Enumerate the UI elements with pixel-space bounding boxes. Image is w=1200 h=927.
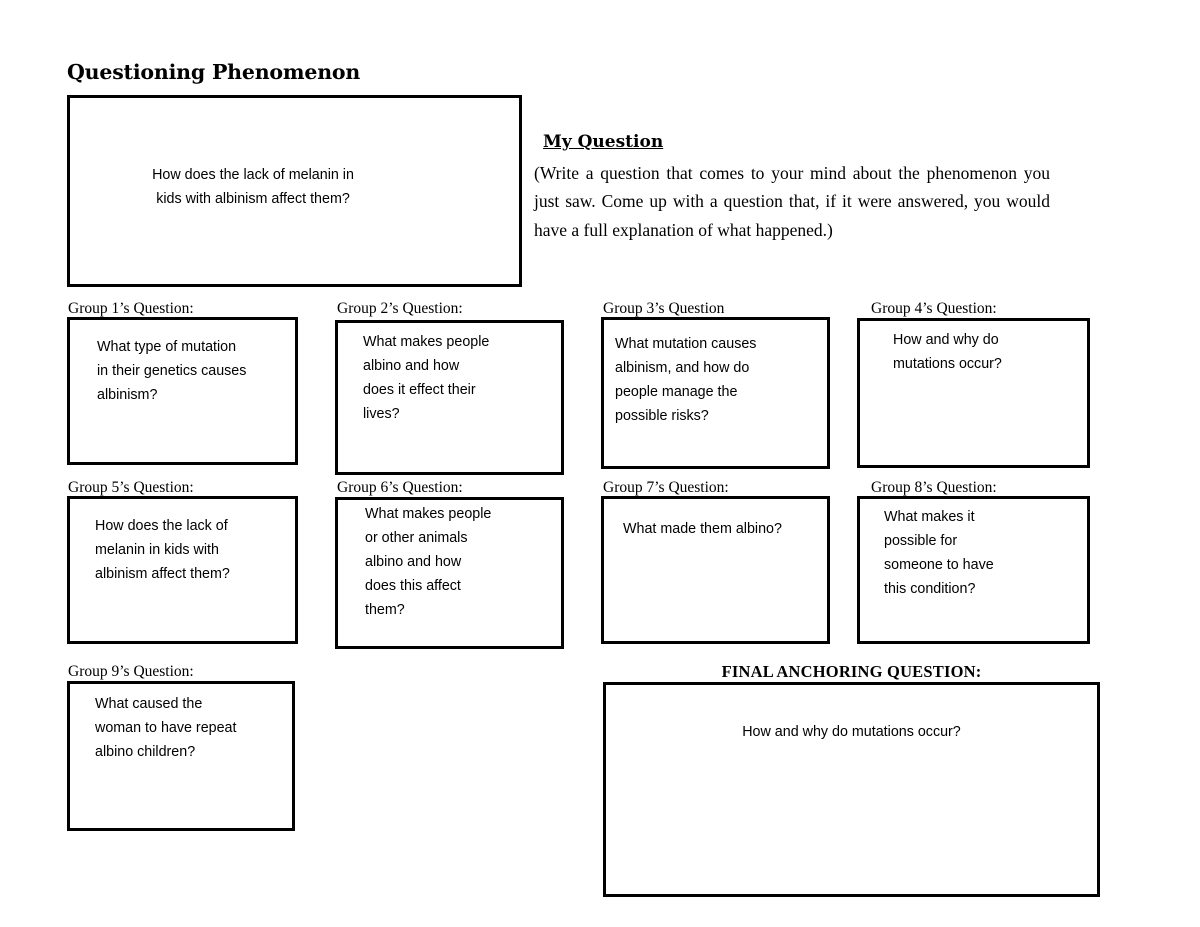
my-question-heading: My Question bbox=[543, 132, 664, 152]
group-7-box[interactable] bbox=[601, 496, 830, 644]
group-8-label: Group 8’s Question: bbox=[871, 479, 997, 496]
group-2-answer: What makes people albino and how does it… bbox=[363, 334, 490, 422]
group-4-answer: How and why do mutations occur? bbox=[893, 332, 1002, 372]
group-1-label: Group 1’s Question: bbox=[68, 300, 194, 317]
final-anchoring-question-box[interactable] bbox=[603, 682, 1100, 897]
my-question-instructions: (Write a question that comes to your min… bbox=[534, 163, 1050, 240]
group-2-label: Group 2’s Question: bbox=[337, 300, 463, 317]
phenomenon-box[interactable] bbox=[67, 95, 522, 287]
group-5-box[interactable] bbox=[67, 496, 298, 644]
final-anchoring-question-label: FINAL ANCHORING QUESTION: bbox=[721, 662, 982, 681]
group-7-answer: What made them albino? bbox=[623, 521, 782, 537]
group-9-answer: What caused the woman to have repeat alb… bbox=[95, 696, 237, 760]
group-8-box[interactable] bbox=[857, 496, 1090, 644]
group-3-label: Group 3’s Question bbox=[603, 300, 725, 317]
group-9-label: Group 9’s Question: bbox=[68, 663, 194, 680]
group-4-box[interactable] bbox=[857, 318, 1090, 468]
final-anchoring-question-answer: How and why do mutations occur? bbox=[742, 724, 961, 740]
group-2-box[interactable] bbox=[335, 320, 564, 475]
page-title: Questioning Phenomenon bbox=[67, 60, 361, 84]
group-9-box[interactable] bbox=[67, 681, 295, 831]
group-4-label: Group 4’s Question: bbox=[871, 300, 997, 317]
group-1-box[interactable] bbox=[67, 317, 298, 465]
group-3-box[interactable] bbox=[601, 317, 830, 469]
group-6-label: Group 6’s Question: bbox=[337, 479, 463, 496]
group-5-label: Group 5’s Question: bbox=[68, 479, 194, 496]
group-5-answer: How does the lack of melanin in kids wit… bbox=[95, 518, 230, 582]
group-1-answer: What type of mutation in their genetics … bbox=[97, 339, 247, 403]
group-7-label: Group 7’s Question: bbox=[603, 479, 729, 496]
group-8-answer: What makes it possible for someone to ha… bbox=[884, 509, 994, 597]
group-6-box[interactable] bbox=[335, 497, 564, 649]
group-3-answer: What mutation causes albinism, and how d… bbox=[615, 336, 757, 424]
group-6-answer: What makes people or other animals albin… bbox=[365, 506, 492, 618]
phenomenon-box-text: How does the lack of melanin in kids wit… bbox=[152, 167, 354, 207]
